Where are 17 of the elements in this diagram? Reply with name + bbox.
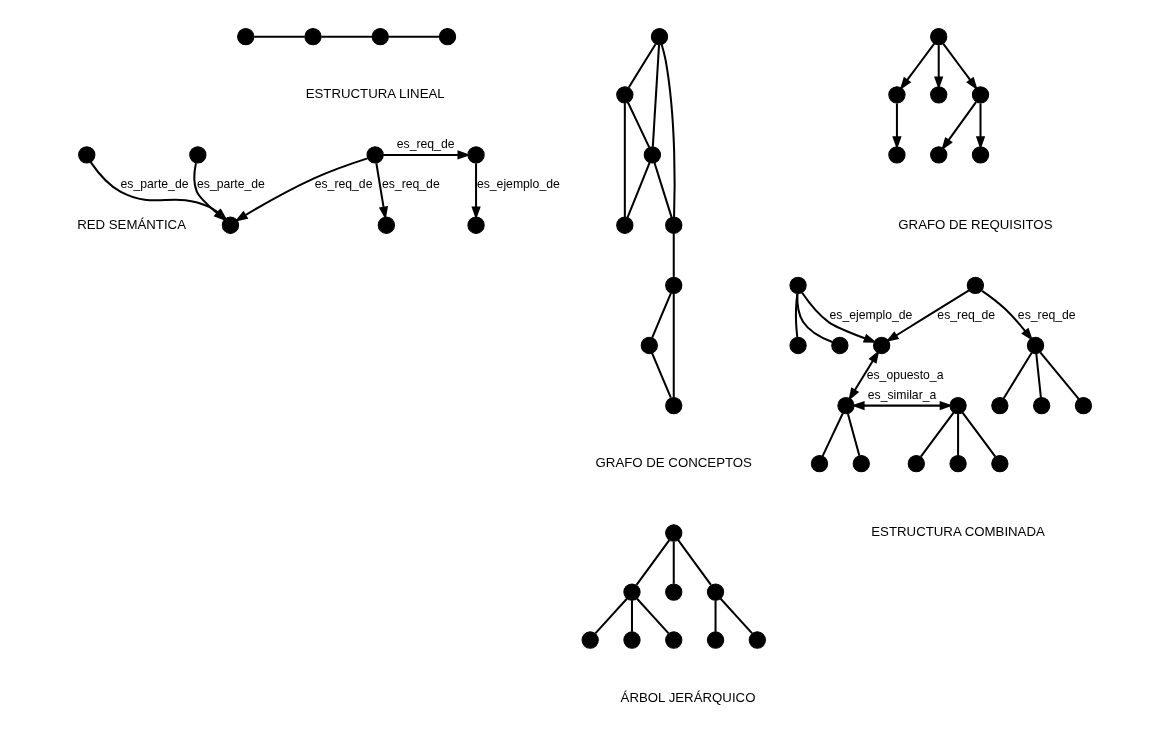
label: GRAFO DE CONCEPTOS <box>595 455 752 471</box>
edge-label: es_opuesto_a <box>866 367 943 382</box>
edge-label: es_similar_a <box>867 388 936 403</box>
edge-label: es_parte_de <box>196 177 265 192</box>
edge-label: es_req_de <box>314 177 372 192</box>
label: RED SEMÁNTICA <box>76 216 186 232</box>
label: ESTRUCTURA COMBINADA <box>870 524 1045 540</box>
label: ÁRBOL JERÁRQUICO <box>620 689 755 705</box>
edge-label: es_ejemplo_de <box>829 307 912 322</box>
edge-label: es_req_de <box>396 137 454 152</box>
label: ESTRUCTURA LINEAL <box>305 86 445 102</box>
label: GRAFO DE REQUISITOS <box>897 216 1052 232</box>
edge-label: es_req_de <box>381 177 440 192</box>
edge-label: es_parte_de <box>120 177 188 192</box>
edge-label: es_req_de <box>1017 307 1076 322</box>
edge-label: es_ejemplo_de <box>476 177 560 192</box>
edge-label: es_req_de <box>936 307 995 322</box>
